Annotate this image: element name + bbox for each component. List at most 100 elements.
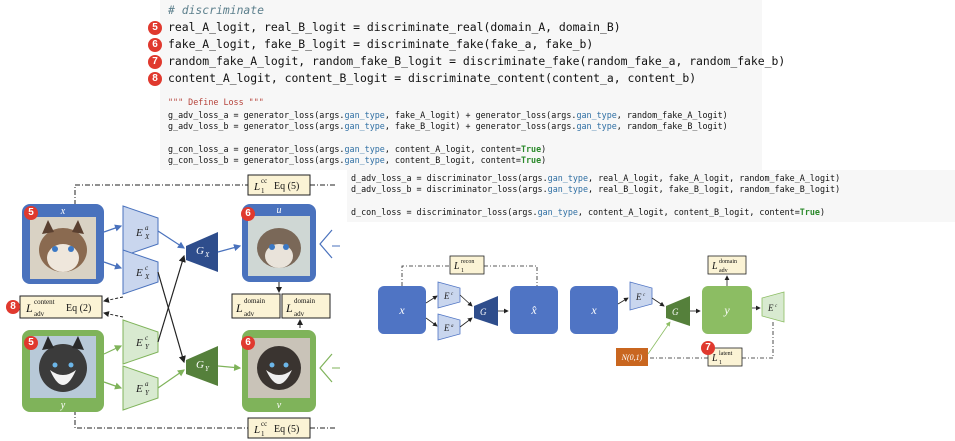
encoder-c-y: E c Y — [122, 319, 159, 365]
svg-text:a: a — [451, 324, 454, 329]
noise-source-box — [616, 348, 648, 366]
svg-text:Eq (2): Eq (2) — [66, 303, 91, 314]
code-line-d-adv-a: d_adv_loss_a = discriminator_loss(args.g… — [351, 173, 841, 183]
svg-text:c: c — [451, 292, 454, 297]
svg-text:E: E — [135, 267, 143, 279]
svg-text:domain: domain — [294, 297, 315, 305]
svg-text:L: L — [25, 301, 33, 315]
diagram-badge-6-v: 6 — [241, 336, 255, 350]
svg-text:recon: recon — [461, 259, 474, 265]
step-badge-8: 8 — [148, 72, 162, 86]
svg-text:G: G — [672, 307, 679, 317]
diagram-badge-5-y: 5 — [24, 336, 38, 350]
svg-text:cc: cc — [261, 420, 267, 428]
svg-text:E: E — [635, 292, 642, 302]
svg-text:1: 1 — [719, 360, 722, 366]
svg-text:1: 1 — [261, 187, 265, 195]
cc-loss-path-top — [74, 184, 248, 205]
svg-text:L: L — [453, 261, 460, 272]
svg-text:L: L — [235, 301, 243, 315]
right-second-x-block — [570, 286, 618, 334]
svg-text:Y: Y — [145, 389, 150, 397]
svg-text:y: y — [723, 303, 730, 317]
right-encoder-c-y — [761, 291, 785, 323]
code-line-discriminate-random-fake: random_fake_A_logit, random_fake_B_logit… — [168, 54, 786, 68]
code-docstring: """ Define Loss """ — [168, 97, 264, 107]
svg-text:Y: Y — [145, 343, 150, 351]
code-line-d-con: d_con_loss = discriminator_loss(args.gan… — [351, 207, 825, 217]
right-reconstructed-x-block — [510, 286, 558, 334]
svg-text:E: E — [135, 227, 143, 239]
output-v-label: v — [277, 400, 282, 411]
svg-text:G: G — [196, 245, 204, 257]
drit-architecture-diagram: x y E a X E c X E c Y E a Y G X — [19, 174, 340, 439]
code-line-discriminate-content: content_A_logit, content_B_logit = discr… — [168, 71, 697, 85]
diagram-badge-5-x: 5 — [24, 206, 38, 220]
cc-loss-path-bottom — [74, 410, 248, 429]
svg-text:c: c — [775, 304, 778, 309]
right-latent-loss-box: L latent 1 — [707, 347, 743, 367]
svg-text:1: 1 — [261, 430, 265, 438]
svg-text:adv: adv — [719, 268, 728, 274]
diagram-badge-8: 8 — [6, 300, 20, 314]
encoder-c-x: E c X — [122, 249, 159, 295]
content-adv-loss-box: L content adv Eq (2) — [19, 295, 103, 319]
svg-text:E: E — [443, 323, 450, 333]
svg-text:latent: latent — [719, 351, 733, 357]
code-line-g-con-a: g_con_loss_a = generator_loss(args.gan_t… — [168, 144, 547, 154]
svg-text:cc: cc — [261, 177, 267, 185]
svg-text:adv: adv — [294, 310, 305, 318]
svg-text:L: L — [253, 181, 260, 193]
code-line-g-con-b: g_con_loss_b = generator_loss(args.gan_t… — [168, 155, 547, 165]
svg-text:a: a — [145, 224, 149, 232]
cc-loss-box-bottom: L cc 1 Eq (5) — [247, 417, 311, 439]
code-comment: # discriminate — [168, 3, 265, 17]
domain-adv-loss-box-y: L domain adv — [281, 293, 331, 319]
step-badge-5: 5 — [148, 21, 162, 35]
svg-text:E: E — [135, 337, 143, 349]
cc-loss-box-top: L cc 1 Eq (5) — [247, 174, 311, 196]
svg-text:X: X — [204, 251, 210, 259]
svg-text:domain: domain — [244, 297, 265, 305]
svg-text:a: a — [145, 380, 149, 388]
svg-text:G: G — [196, 359, 204, 371]
output-u-label: u — [277, 205, 282, 216]
svg-text:L: L — [285, 301, 293, 315]
code-line-g-adv-a: g_adv_loss_a = generator_loss(args.gan_t… — [168, 110, 728, 120]
svg-text:adv: adv — [244, 310, 255, 318]
recon-loss-box: L recon 1 — [449, 255, 485, 275]
step-badge-6: 6 — [148, 38, 162, 52]
svg-text:X: X — [144, 273, 150, 281]
svg-text:X: X — [144, 233, 150, 241]
code-line-g-adv-b: g_adv_loss_b = generator_loss(args.gan_t… — [168, 121, 728, 131]
svg-text:c: c — [145, 334, 149, 342]
right-encoder-a-x — [437, 313, 461, 341]
right-generator-y — [666, 296, 690, 326]
code-block-generator: # discriminate real_A_logit, real_B_logi… — [160, 0, 785, 170]
generator-y: G Y — [186, 346, 218, 386]
right-input-x-block — [378, 286, 426, 334]
svg-text:G: G — [480, 307, 487, 317]
right-encoder-c-x-2 — [629, 281, 653, 311]
diagram-badge-6-u: 6 — [241, 207, 255, 221]
svg-text:x: x — [590, 303, 597, 317]
svg-text:L: L — [711, 353, 718, 364]
domain-adv-loss-box-x: L domain adv — [231, 293, 281, 319]
code-line-discriminate-fake: fake_A_logit, fake_B_logit = discriminat… — [168, 37, 594, 51]
svg-text:E: E — [443, 291, 450, 301]
domain-y-label: y — [60, 400, 66, 411]
code-line-d-adv-b: d_adv_loss_b = discriminator_loss(args.g… — [351, 184, 841, 194]
svg-text:Eq (5): Eq (5) — [274, 181, 299, 192]
right-badge-7: 7 — [701, 341, 715, 355]
svg-text:x̂: x̂ — [530, 303, 537, 317]
right-domain-adv-box: L domain adv — [707, 255, 747, 275]
recon-latent-diagram: L recon 1 x E c E a G x̂ x E c G y L dom… — [378, 255, 785, 367]
right-generator-x — [474, 296, 498, 326]
code-line-discriminate-real: real_A_logit, real_B_logit = discriminat… — [168, 20, 621, 34]
svg-text:content: content — [34, 298, 55, 306]
svg-text:domain: domain — [719, 259, 737, 265]
svg-text:1: 1 — [461, 268, 464, 274]
encoder-a-x: E a X — [122, 205, 159, 257]
encoder-a-y: E a Y — [122, 365, 159, 411]
generator-x: G X — [186, 232, 218, 272]
